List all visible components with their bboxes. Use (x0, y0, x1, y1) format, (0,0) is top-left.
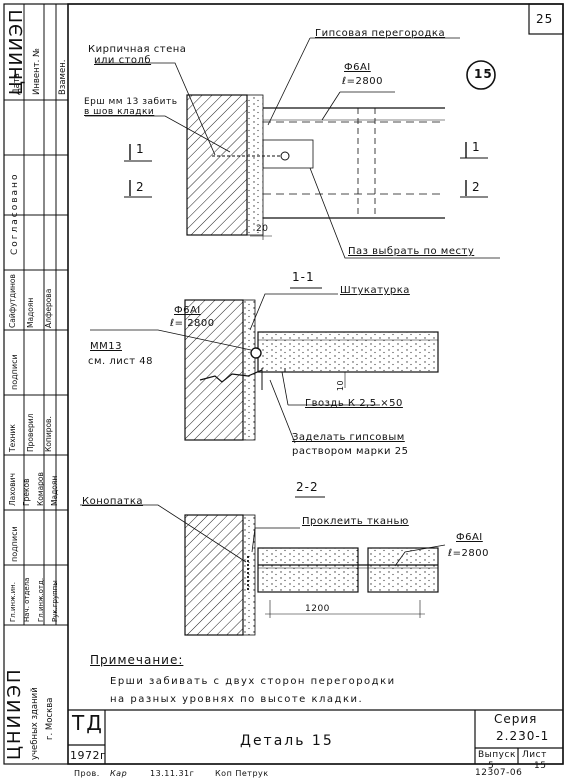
issue-value: 5 (488, 761, 495, 771)
sheet-number: 25 (536, 12, 554, 26)
dim-20: 20 (256, 224, 269, 234)
title-block-grid (68, 709, 563, 764)
series-value: 2.230-1 (496, 729, 550, 743)
sec2-bar-length: ℓ=2800 (448, 548, 489, 559)
stamp-r2: Проверил (26, 413, 35, 452)
plan-bar-size: Ф6АI (344, 62, 371, 73)
drawing-title: Деталь 15 (240, 733, 334, 749)
bottom-copy: Коп Петрук (215, 769, 269, 778)
label-caulk: Конопатка (82, 496, 144, 507)
label-nail: Гвоздь К 2,5 ×50 (305, 398, 403, 409)
stamp-p4: Мадоян (50, 475, 59, 506)
org-name-bottom: ЦНИИЭП (4, 667, 25, 760)
stamp-invent: Инвент. № (32, 48, 42, 95)
stamp-p1: Лахович (8, 473, 17, 506)
bottom-sign: Кар (110, 769, 128, 778)
issue-label: Выпуск (478, 750, 516, 760)
section-2-title: 2-2 (296, 480, 319, 494)
stamp-g3: Гл.инж.отд. (37, 577, 45, 622)
stamp-g4: Рук.группы (51, 580, 59, 622)
stamp-r1: Техник (8, 424, 17, 452)
sheet-label: Лист (522, 750, 547, 760)
stamp-n2: Мадоян (26, 297, 35, 328)
cut-2-right: 2 (472, 180, 481, 194)
cut-1-left: 1 (136, 142, 145, 156)
dim-10: 10 (336, 379, 346, 392)
stamp-p3: Комаров (36, 472, 45, 506)
inner-frame (67, 3, 564, 765)
sheet-value: 15 (534, 761, 547, 771)
label-groove: Паз выбрать по месту (348, 246, 475, 257)
stamp-podpisi-2: подписи (10, 526, 19, 562)
label-rod-1: Ерш мм 13 забить (84, 97, 178, 107)
stamp-g2: Нач. отдела (23, 577, 31, 622)
dim-1200: 1200 (305, 604, 330, 614)
stamp-n1: Сайфутдинов (8, 274, 17, 328)
bottom-code: 12307-06 (475, 768, 523, 778)
org-sub-2: г. Москва (45, 697, 55, 740)
td-label: ТД (72, 711, 104, 735)
series-label: Серия (494, 712, 538, 726)
label-cloth: Проклеить тканью (302, 516, 409, 527)
stamp-g1: Гл.инж.ин. (9, 582, 17, 622)
year-label: 1972г (70, 749, 107, 762)
sec2-bar-size: Ф6АI (456, 532, 483, 543)
section-2-view (80, 496, 446, 636)
stamp-vzamen: Взамен. (58, 59, 68, 95)
bottom-date: 13.11.31г (150, 769, 195, 778)
sec1-bar-length: ℓ= 2800 (170, 318, 215, 329)
note-line-2: на разных уровнях по высоте кладки. (110, 694, 364, 705)
outer-frame (3, 3, 564, 765)
label-mm: ММ13 (90, 341, 122, 352)
label-mm-ref: см. лист 48 (88, 356, 154, 367)
section-1-view (90, 287, 439, 444)
label-seal-2: раствором марки 25 (292, 446, 409, 457)
plan-bar-length: ℓ=2800 (342, 76, 383, 87)
org-sub-1: учебных зданий (30, 687, 40, 760)
cut-1-right: 1 (472, 140, 481, 154)
plan-view (85, 37, 500, 259)
label-seal-1: Заделать гипсовым (292, 432, 405, 443)
label-rod-2: в шов кладки (84, 107, 155, 117)
note-line-1: Ерши забивать с двух сторон перегородки (110, 676, 396, 687)
detail-marker-label: 15 (474, 67, 493, 81)
stamp-n3: Алферова (44, 288, 53, 328)
label-plaster: Штукатурка (340, 285, 410, 296)
side-stamp-grid (4, 4, 68, 626)
stamp-p2: Греков (22, 478, 31, 507)
stamp-date: Дата (12, 72, 22, 95)
stamp-podpisi-1: подписи (10, 354, 19, 390)
label-partition: Гипсовая перегородка (315, 28, 446, 39)
sheet-number-box (528, 3, 564, 35)
cut-2-left: 2 (136, 180, 145, 194)
section-1-title: 1-1 (292, 270, 315, 284)
detail-marker-circle (466, 60, 496, 90)
stamp-soglas: Согласовано (10, 172, 20, 255)
bottom-prov: Пров. (74, 769, 100, 778)
sec1-bar-size: Ф6АI (174, 305, 201, 316)
label-brick-wall-1: Кирпичная стена (88, 44, 187, 55)
label-brick-wall-2: или столб (94, 55, 152, 66)
note-heading: Примечание: (90, 653, 184, 667)
stamp-r3: Копиров. (44, 416, 53, 452)
